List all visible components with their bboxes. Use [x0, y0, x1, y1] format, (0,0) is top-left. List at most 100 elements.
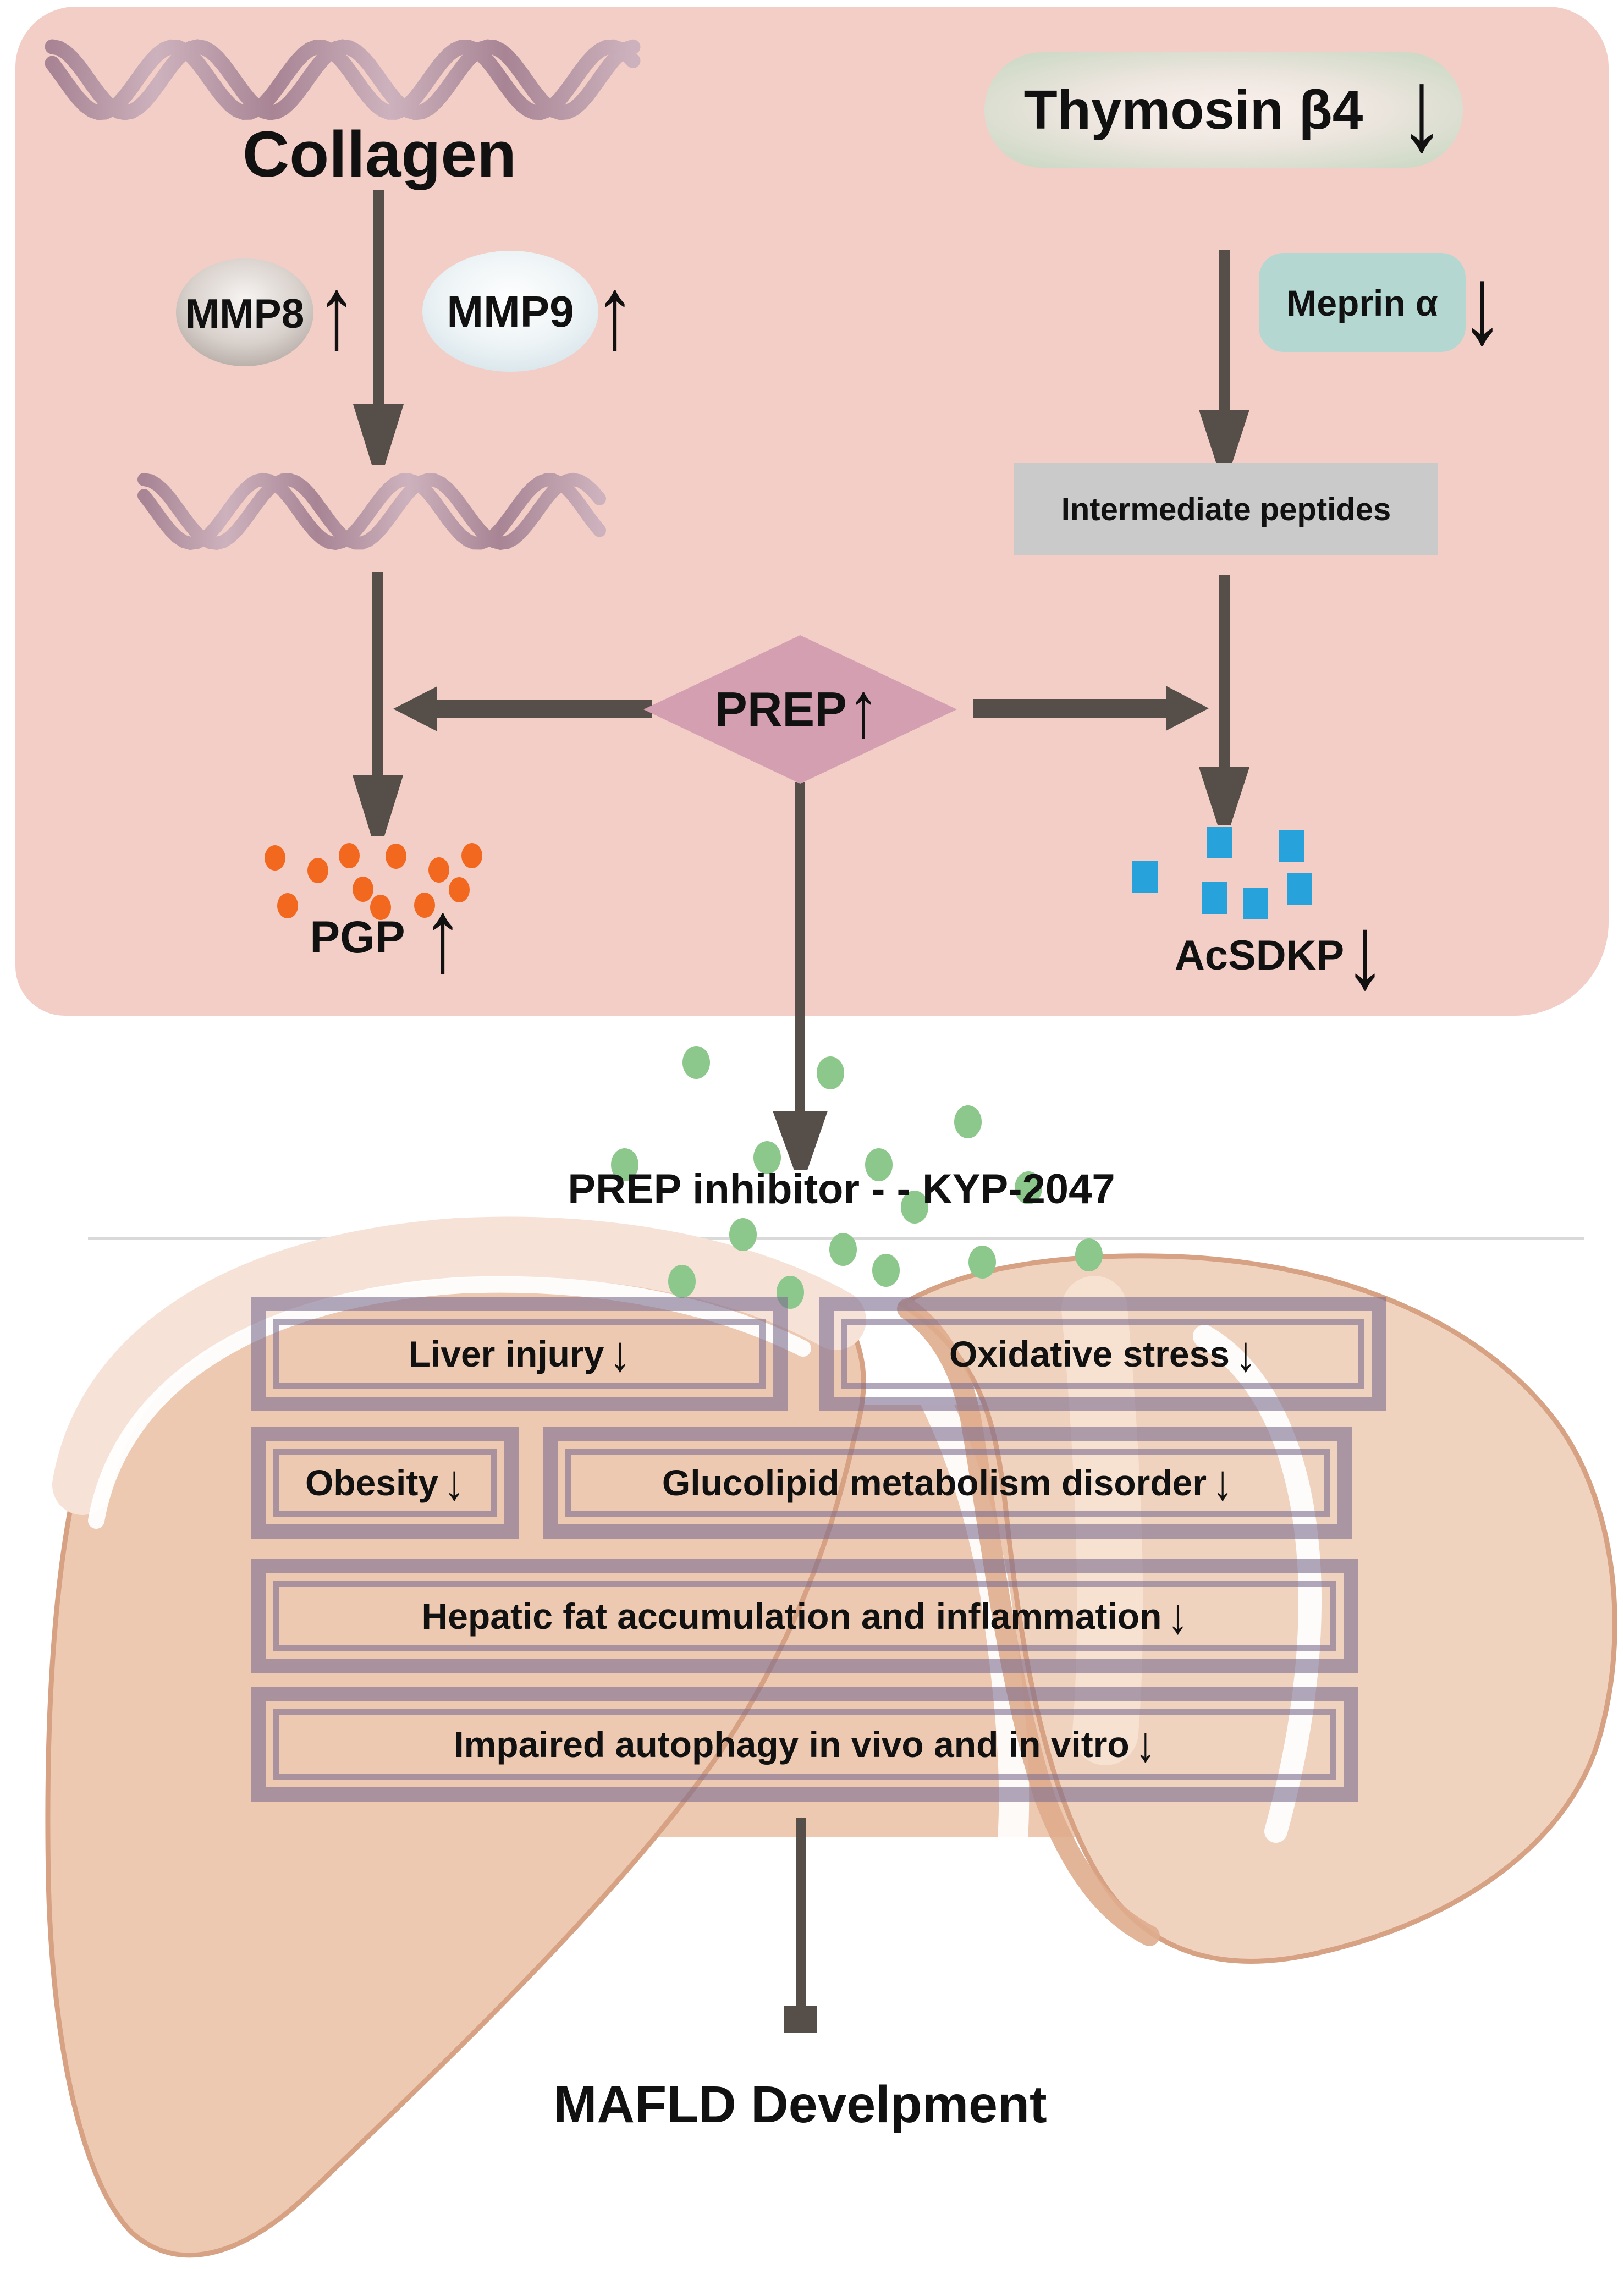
effect-box-obesity: Obesity↓	[251, 1427, 519, 1539]
liver-right-lobe-shadow	[897, 1298, 1160, 1946]
mmp9-sphere	[422, 251, 598, 372]
down-arrow-icon: ↓	[1135, 1716, 1156, 1772]
effect-label: Liver injury	[408, 1334, 604, 1374]
orange-dot	[370, 895, 391, 920]
arrow-collagen-down	[373, 190, 384, 407]
collagen-label: Collagen	[242, 118, 517, 191]
green-dot	[1015, 1171, 1042, 1204]
blue-square	[1287, 873, 1312, 905]
prep-inhibitor-title: PREP inhibitor - - KYP-2047	[568, 1165, 1115, 1213]
down-arrow-icon: ↓	[1235, 1326, 1256, 1382]
pgp-up-arrow-icon: ↑	[422, 877, 464, 993]
effect-label: Glucolipid metabolism disorder	[662, 1462, 1207, 1503]
effect-box-oxidative-stress: Oxidative stress↓	[819, 1297, 1386, 1411]
prep-up-arrow-icon: ↑	[847, 665, 879, 753]
acsdkp-label: AcSDKP	[1174, 932, 1345, 979]
arrow-thymosin-down	[1219, 250, 1230, 412]
green-dot	[954, 1105, 982, 1138]
arrow-prep-right	[973, 699, 1171, 718]
liver-right-lobe-highlight	[1193, 1325, 1322, 1843]
blue-square	[1243, 888, 1268, 919]
collagen-helix-icon	[45, 39, 641, 120]
mmp8-label: MMP8	[185, 290, 305, 337]
cleaved-collagen-helix-icon	[137, 472, 606, 550]
green-dot	[682, 1046, 710, 1079]
down-arrow-icon: ↓	[1212, 1455, 1234, 1511]
green-dot	[968, 1246, 996, 1279]
effect-box-glucolipid: Glucolipid metabolism disorder↓	[543, 1427, 1352, 1539]
mmp9-up-arrow-icon: ↑	[594, 255, 636, 370]
green-dot	[829, 1233, 857, 1266]
green-dot	[817, 1056, 844, 1089]
thymosin-pill	[984, 52, 1463, 168]
blue-square	[1207, 827, 1232, 858]
green-dot	[753, 1141, 781, 1174]
meprin-down-arrow-icon: ↓	[1460, 243, 1504, 367]
arrowhead-thymosin-down	[1199, 410, 1249, 467]
orange-dot	[428, 857, 449, 883]
acsdkp-down-arrow-icon: ↓	[1344, 894, 1386, 1010]
mafld-outcome-label: MAFLD Develpment	[553, 2075, 1047, 2134]
effect-label: Obesity	[305, 1462, 439, 1503]
mmp9-label: MMP9	[447, 287, 574, 336]
effect-box-liver-injury: Liver injury↓	[251, 1297, 788, 1411]
orange-dot	[414, 893, 435, 918]
mmp8-up-arrow-icon: ↑	[316, 255, 357, 370]
orange-dot	[265, 845, 285, 871]
arrowhead-prep-right	[1166, 686, 1209, 731]
pgp-orange-dots	[265, 843, 482, 920]
liver-pale-highlight	[52, 1216, 866, 1515]
arrowhead-prep-left	[393, 686, 437, 731]
arrow-peptides-down	[1219, 575, 1230, 770]
arrowhead-helix-to-pgp	[353, 775, 403, 836]
acsdkp-blue-squares	[1132, 827, 1312, 919]
green-dot	[729, 1218, 757, 1251]
effect-label: Impaired autophagy in vivo and in vitro	[454, 1724, 1130, 1765]
orange-dot	[461, 843, 482, 868]
intermediate-peptides-label: Intermediate peptides	[1061, 492, 1391, 528]
orange-dot	[386, 844, 406, 869]
green-dot	[865, 1148, 893, 1181]
green-dot	[668, 1265, 696, 1298]
arrow-prep-left	[434, 700, 652, 718]
kyp2047-green-dots	[611, 1046, 1103, 1309]
green-dot	[611, 1148, 638, 1181]
down-arrow-icon: ↓	[1167, 1588, 1188, 1644]
blue-square	[1279, 830, 1304, 862]
pgp-label: PGP	[310, 912, 405, 962]
arrowhead-collagen-down	[353, 404, 404, 465]
green-dot	[1075, 1238, 1103, 1271]
meprin-box	[1259, 253, 1466, 352]
flow-arrows	[353, 190, 1249, 1170]
green-dot	[872, 1254, 900, 1287]
effect-label: Hepatic fat accumulation and inflammatio…	[421, 1596, 1162, 1637]
tbar-stem	[796, 1818, 806, 2010]
arrow-prep-down	[795, 782, 805, 1113]
arrowhead-prep-down	[773, 1111, 828, 1170]
intermediate-peptides-box	[1014, 463, 1438, 555]
tbar-end	[784, 2006, 817, 2033]
arrowhead-peptides-down	[1199, 767, 1249, 825]
orange-dot	[353, 877, 373, 902]
prep-label: PREP	[715, 681, 847, 736]
orange-dot	[307, 858, 328, 883]
orange-dot	[339, 843, 360, 868]
arrow-helix-to-pgp	[372, 572, 383, 778]
orange-dot	[449, 877, 470, 902]
down-arrow-icon: ↓	[609, 1326, 631, 1382]
inhibition-tbar	[784, 1818, 817, 2033]
mmp8-sphere	[176, 258, 313, 366]
meprin-label: Meprin α	[1286, 283, 1438, 324]
thymosin-down-arrow-icon: ↓	[1398, 45, 1445, 175]
effect-box-hepatic-fat: Hepatic fat accumulation and inflammatio…	[251, 1559, 1358, 1673]
effect-label: Oxidative stress	[949, 1334, 1230, 1374]
blue-square	[1132, 861, 1158, 893]
down-arrow-icon: ↓	[444, 1455, 465, 1511]
orange-dot	[277, 893, 298, 918]
thymosin-label: Thymosin β4	[1023, 79, 1363, 141]
green-dot	[901, 1191, 928, 1224]
blue-square	[1202, 882, 1227, 914]
effect-box-impaired-autophagy: Impaired autophagy in vivo and in vitro↓	[251, 1687, 1358, 1802]
